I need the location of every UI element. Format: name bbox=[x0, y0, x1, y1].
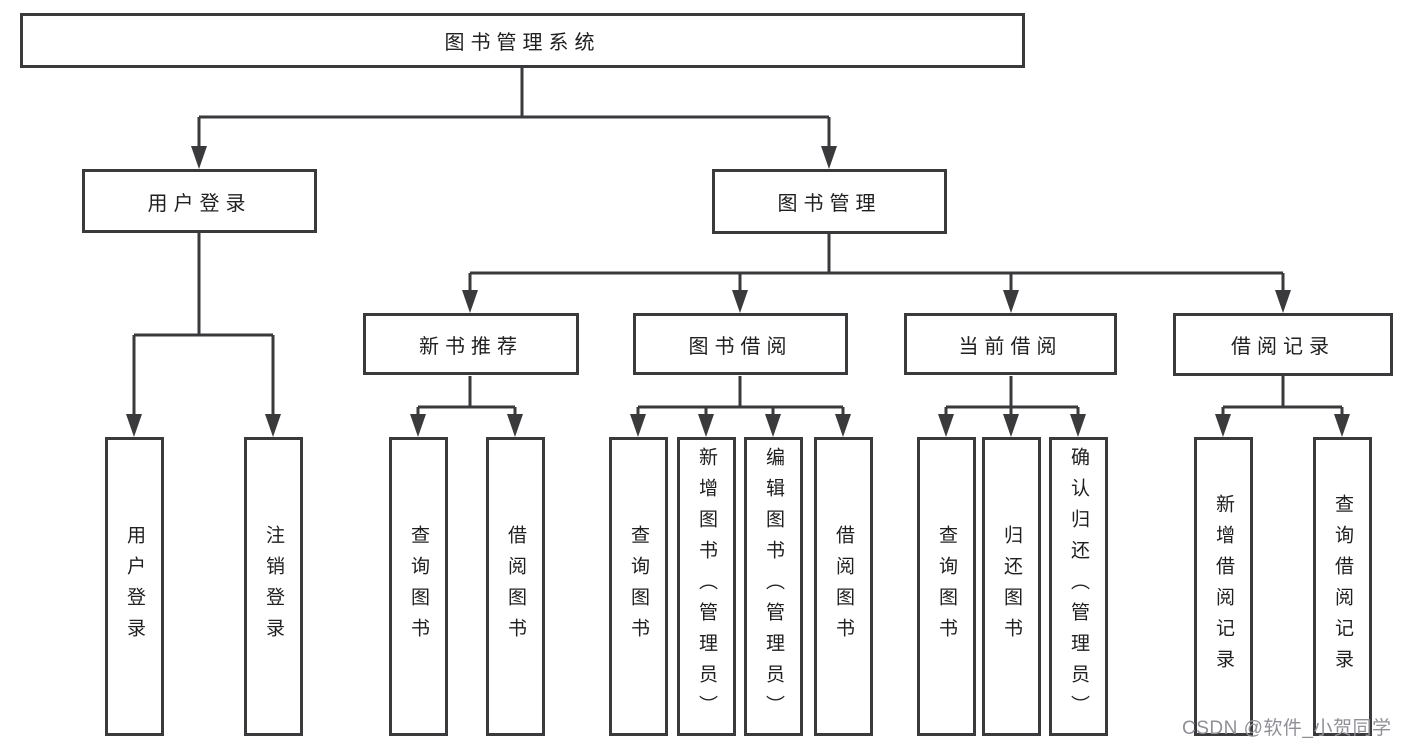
leaf-confirm-return-admin: 确认归还（管理员） bbox=[1049, 437, 1108, 736]
leaf-return-books: 归还图书 bbox=[982, 437, 1041, 736]
node-library-management-system: 图书管理系统 bbox=[20, 13, 1025, 68]
node-book-borrowing: 图书借阅 bbox=[633, 313, 848, 375]
leaf-query-books-recommend: 查询图书 bbox=[389, 437, 448, 736]
node-book-management-branch: 图书管理 bbox=[712, 169, 947, 234]
leaf-add-borrow-record: 新增借阅记录 bbox=[1194, 437, 1253, 736]
leaf-query-books-borrow: 查询图书 bbox=[609, 437, 668, 736]
leaf-query-borrow-record: 查询借阅记录 bbox=[1313, 437, 1372, 736]
node-user-login-branch: 用户登录 bbox=[82, 169, 317, 233]
leaf-add-books-admin: 新增图书（管理员） bbox=[677, 437, 736, 736]
leaf-borrow-books-recommend: 借阅图书 bbox=[486, 437, 545, 736]
leaf-borrow-books: 借阅图书 bbox=[814, 437, 873, 736]
leaf-query-books-current: 查询图书 bbox=[917, 437, 976, 736]
node-current-borrowing: 当前借阅 bbox=[904, 313, 1117, 375]
leaf-edit-books-admin: 编辑图书（管理员） bbox=[744, 437, 803, 736]
node-new-book-recommendation: 新书推荐 bbox=[363, 313, 579, 375]
leaf-logout: 注销登录 bbox=[244, 437, 303, 736]
node-borrowing-records: 借阅记录 bbox=[1173, 313, 1393, 376]
leaf-user-login: 用户登录 bbox=[105, 437, 164, 736]
csdn-watermark: CSDN @软件_小贺同学 bbox=[1182, 718, 1392, 739]
